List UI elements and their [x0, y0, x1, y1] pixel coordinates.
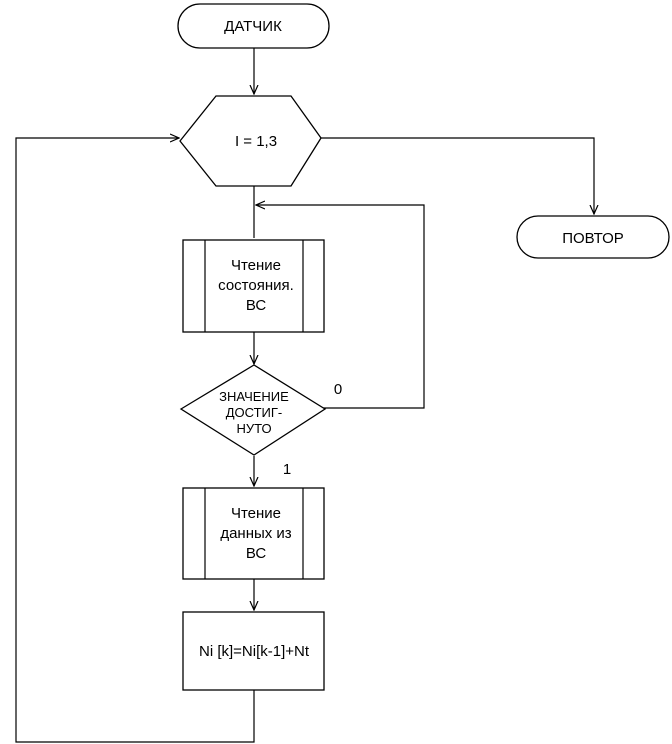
arrow-calc-loop-back — [15, 138, 255, 743]
exit-label: ПОВТОР — [562, 230, 624, 247]
decision-diamond — [179, 364, 327, 456]
read-state-line-2: состояния. — [218, 277, 294, 294]
arrow-loop-to-exit — [321, 137, 594, 214]
start-terminator — [177, 3, 330, 49]
read-data-box — [182, 487, 325, 580]
read-data-process: Чтение данных из ВС — [182, 487, 325, 580]
loop-hexagon — [179, 95, 322, 187]
read-state-process: Чтение состояния. ВС — [182, 239, 325, 333]
read-state-box — [182, 239, 325, 333]
decision-line-3: НУТО — [236, 421, 271, 436]
decision-line-1: ЗНАЧЕНИЕ — [219, 389, 289, 404]
branch-no-label: 0 — [334, 381, 342, 398]
read-data-line-2: данных из — [220, 525, 291, 542]
start-label: ДАТЧИК — [224, 18, 282, 35]
read-data-line-3: ВС — [246, 545, 267, 562]
read-state-line-1: Чтение — [231, 257, 281, 274]
calc-label: Ni [k]=Ni[k-1]+Nt — [199, 643, 310, 660]
branch-yes-label: 1 — [283, 461, 291, 478]
connectors — [15, 48, 594, 743]
loop-label: I = 1,3 — [235, 133, 277, 150]
arrow-branch-no-return — [256, 205, 425, 409]
read-data-line-1: Чтение — [231, 505, 281, 522]
exit-terminator — [516, 215, 670, 259]
read-state-line-3: ВС — [246, 297, 267, 314]
decision-line-2: ДОСТИГ- — [226, 405, 283, 420]
calc-box — [182, 611, 325, 691]
